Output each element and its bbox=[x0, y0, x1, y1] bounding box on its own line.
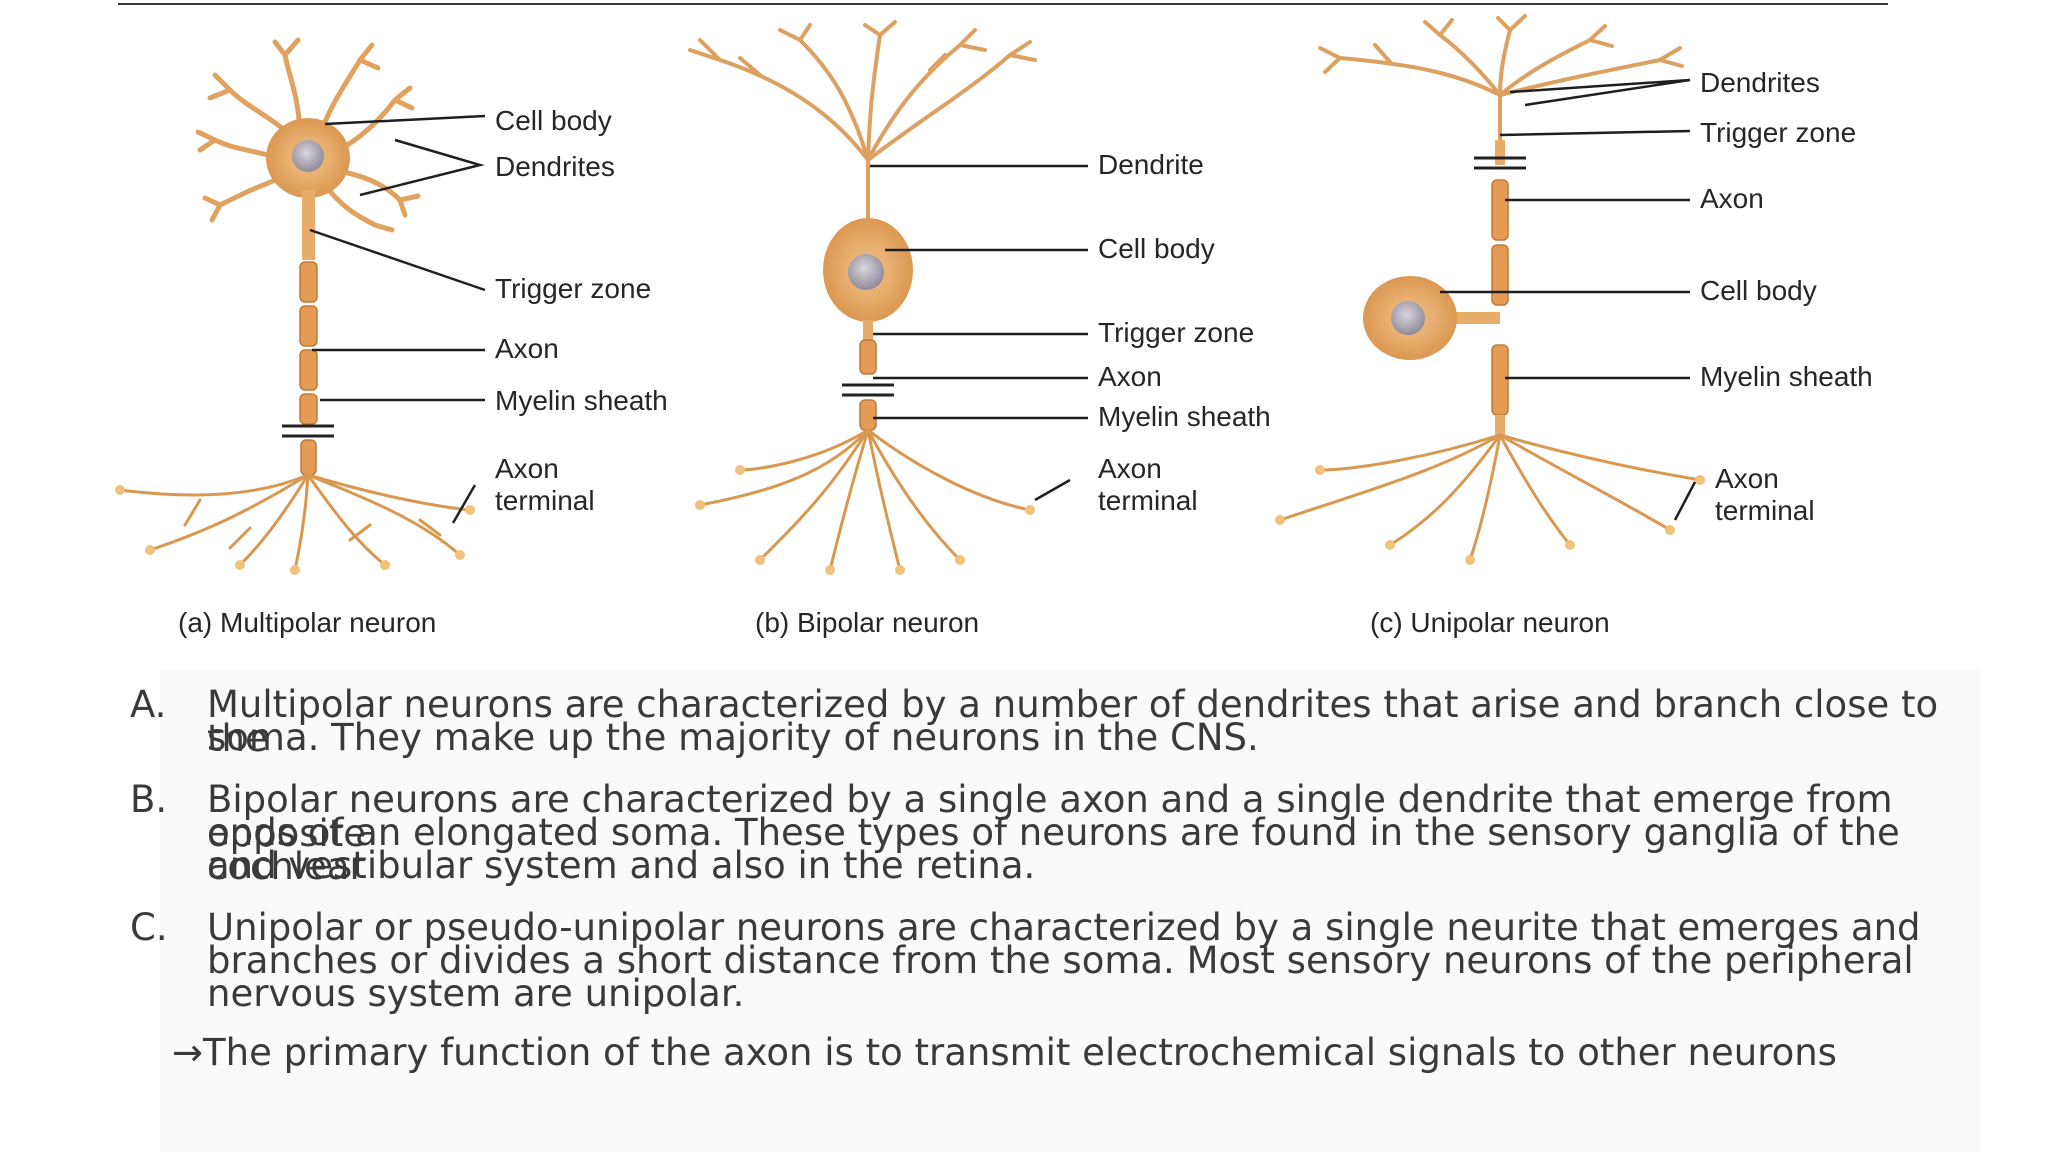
unipolar-caption: (c) Unipolar neuron bbox=[1370, 607, 1610, 638]
bipolar-axon-terminals bbox=[698, 428, 1032, 572]
unipolar-labels: Dendrites Trigger zone Axon Cell body My… bbox=[1700, 67, 1873, 526]
background-panel bbox=[160, 670, 1980, 1152]
unipolar-axon-break bbox=[1474, 156, 1526, 170]
multipolar-label-dendrites: Dendrites bbox=[495, 151, 615, 182]
unipolar-label-axon-terminal-1: Axon bbox=[1715, 463, 1779, 494]
bipolar-label-myelin-sheath: Myelin sheath bbox=[1098, 401, 1271, 432]
unipolar-axon-upper bbox=[1495, 140, 1505, 165]
bipolar-label-axon-terminal-1: Axon bbox=[1098, 453, 1162, 484]
multipolar-axon-hillock bbox=[302, 190, 315, 260]
unipolar-label-dendrites: Dendrites bbox=[1700, 67, 1820, 98]
multipolar-nucleus bbox=[292, 140, 324, 172]
bipolar-labels: Dendrite Cell body Trigger zone Axon Mye… bbox=[1098, 149, 1271, 516]
multipolar-label-cell-body: Cell body bbox=[495, 105, 612, 136]
unipolar-neurite bbox=[1455, 312, 1500, 324]
unipolar-label-axon: Axon bbox=[1700, 183, 1764, 214]
multipolar-labels: Cell body Dendrites Trigger zone Axon My… bbox=[495, 105, 668, 516]
unipolar-dendrites bbox=[1318, 14, 1684, 142]
bipolar-label-axon: Axon bbox=[1098, 361, 1162, 392]
multipolar-leader-lines bbox=[309, 114, 486, 524]
unipolar-label-myelin-sheath: Myelin sheath bbox=[1700, 361, 1873, 392]
unipolar-neuron bbox=[1275, 14, 1705, 565]
multipolar-label-myelin-sheath: Myelin sheath bbox=[495, 385, 668, 416]
bipolar-axon-break bbox=[842, 383, 894, 397]
multipolar-myelin-sheath bbox=[299, 261, 318, 476]
bipolar-myelin-sheath bbox=[859, 339, 877, 431]
unipolar-leader-lines bbox=[1440, 78, 1697, 521]
multipolar-terminal-knobs bbox=[115, 485, 475, 575]
bipolar-terminal-knobs bbox=[695, 465, 1035, 575]
multipolar-caption: (a) Multipolar neuron bbox=[178, 607, 436, 638]
bipolar-label-axon-terminal-2: terminal bbox=[1098, 485, 1198, 516]
bipolar-label-trigger-zone: Trigger zone bbox=[1098, 317, 1254, 348]
multipolar-axon-break bbox=[282, 424, 334, 438]
top-rule bbox=[118, 3, 1888, 5]
neuron-types-diagram: Cell body Dendrites Trigger zone Axon My… bbox=[115, 14, 1873, 638]
unipolar-label-cell-body: Cell body bbox=[1700, 275, 1817, 306]
bipolar-dendrite bbox=[688, 20, 1037, 227]
multipolar-axon-terminals bbox=[118, 473, 472, 572]
multipolar-label-axon-terminal-1: Axon bbox=[495, 453, 559, 484]
bipolar-nucleus bbox=[848, 254, 884, 290]
unipolar-terminal-knobs bbox=[1275, 465, 1705, 565]
multipolar-label-trigger-zone: Trigger zone bbox=[495, 273, 651, 304]
bipolar-label-dendrite: Dendrite bbox=[1098, 149, 1204, 180]
multipolar-neuron bbox=[115, 37, 475, 575]
unipolar-nucleus bbox=[1391, 301, 1425, 335]
multipolar-label-axon-terminal-2: terminal bbox=[495, 485, 595, 516]
bipolar-leader-lines bbox=[870, 164, 1088, 502]
bipolar-neuron bbox=[688, 20, 1037, 575]
multipolar-label-axon: Axon bbox=[495, 333, 559, 364]
unipolar-label-axon-terminal-2: terminal bbox=[1715, 495, 1815, 526]
unipolar-label-trigger-zone: Trigger zone bbox=[1700, 117, 1856, 148]
unipolar-axon-lower bbox=[1495, 415, 1505, 435]
bipolar-label-cell-body: Cell body bbox=[1098, 233, 1215, 264]
unipolar-myelin-sheath bbox=[1491, 179, 1509, 416]
bipolar-caption: (b) Bipolar neuron bbox=[755, 607, 979, 638]
unipolar-axon-terminals bbox=[1278, 433, 1702, 562]
